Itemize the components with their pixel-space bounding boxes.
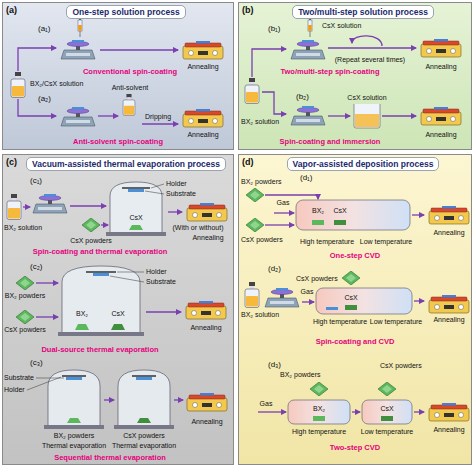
part-label: Substrate xyxy=(4,374,34,382)
process-name: Anti-solvent spin-coating xyxy=(73,138,163,147)
part-label: High temperature xyxy=(313,318,367,326)
evaporation-illustration xyxy=(7,182,227,429)
process-name: Two-step CVD xyxy=(330,444,380,453)
panel-letter: (b) xyxy=(242,5,254,16)
part-label: BX₂ solution xyxy=(241,118,279,126)
part-label: Low temperature xyxy=(370,318,423,326)
part-label: CsX solution xyxy=(322,22,361,30)
part-label: Gas xyxy=(260,400,273,408)
part-label: CsX powders xyxy=(380,362,422,370)
part-label: High temperature xyxy=(300,238,354,246)
step-label: (c₁) xyxy=(30,176,42,185)
part-label: BX₂ xyxy=(312,207,324,215)
part-label: Annealing xyxy=(187,63,218,71)
process-name: Sequential thermal evaporation xyxy=(54,454,166,463)
part-label: BX₂ powders xyxy=(241,178,281,186)
part-label: Low temperature xyxy=(360,238,413,246)
part-label: Dripping xyxy=(145,113,171,121)
part-label: Annealing xyxy=(433,426,464,434)
part-label: BX₂ xyxy=(313,405,325,413)
step-label: (b₂) xyxy=(296,92,309,101)
process-panel: (d) Vapor-assisted deposition process xyxy=(238,154,472,465)
part-label: BX₂ powders xyxy=(54,432,94,440)
part-label: BX₂ solution xyxy=(4,224,42,232)
part-label: CsX xyxy=(344,294,357,302)
part-label: CsX solution xyxy=(347,94,386,102)
part-label: CsX xyxy=(380,405,393,413)
part-label: CsX powders xyxy=(123,432,165,440)
part-label: CsX powders xyxy=(70,237,112,245)
part-label: CsX powders xyxy=(4,326,46,334)
process-name: One-step CVD xyxy=(330,252,380,261)
part-label: Annealing xyxy=(425,131,456,139)
part-label: Annealing xyxy=(433,229,464,237)
part-label: CsX xyxy=(129,214,142,222)
part-label: Gas xyxy=(301,288,314,296)
part-label: Annealing xyxy=(187,131,218,139)
process-name: Two/multi-step spin-coating xyxy=(280,68,379,77)
part-label: Thermal evaporation xyxy=(112,442,176,450)
cvd-illustration xyxy=(245,188,469,424)
part-label: Thermal evaporation xyxy=(42,442,106,450)
step-label: (c₂) xyxy=(30,262,42,271)
part-label: Anti-solvent xyxy=(112,84,149,92)
part-label: BX₂ powders xyxy=(280,371,320,379)
process-name: Spin-coating and thermal evaporation xyxy=(33,248,168,257)
panel-title: Vacuum-assisted thermal evaporation proc… xyxy=(26,157,226,171)
part-label: Substrate xyxy=(166,190,196,198)
panel-letter: (a) xyxy=(6,5,17,16)
part-label: Holder xyxy=(4,386,25,394)
step-label: (a₁) xyxy=(38,24,50,33)
part-label: (With or without) xyxy=(173,224,224,232)
panel-letter: (c) xyxy=(6,157,17,168)
part-label: Holder xyxy=(146,268,167,276)
part-label: BX₂ powders xyxy=(5,292,45,300)
part-label: CsX powders xyxy=(296,275,338,283)
process-name: Spin-coating and CVD xyxy=(316,338,395,347)
panel-letter: (d) xyxy=(242,157,254,168)
part-label: Gas xyxy=(277,199,290,207)
part-label: CsX xyxy=(333,207,346,215)
part-label: Annealing xyxy=(190,324,221,332)
part-label: High temperature xyxy=(292,428,346,436)
step-label: (d₃) xyxy=(268,360,281,369)
process-name: Spin-coating and immersion xyxy=(280,138,381,147)
process-name: Conventional spin-coating xyxy=(83,68,177,77)
part-label: Low temperature xyxy=(361,428,414,436)
panel-title: One-step solution process xyxy=(66,5,185,19)
process-name: Dual-source thermal evaporation xyxy=(41,346,158,355)
part-label: (Repeat several times) xyxy=(335,56,405,64)
part-label: Substrate xyxy=(146,278,176,286)
step-label: (c₃) xyxy=(30,358,43,367)
part-label: Holder xyxy=(166,180,187,188)
step-label: (d₂) xyxy=(268,264,281,273)
step-label: (b₁) xyxy=(268,24,280,33)
step-label: (a₂) xyxy=(38,94,51,103)
part-label: BX₂/CsX solution xyxy=(30,80,83,88)
panel-title: Vapor-assisted deposition process xyxy=(287,157,440,171)
part-label: Annealing xyxy=(192,234,223,242)
part-label: Annealing xyxy=(191,418,222,426)
step-label: (d₁) xyxy=(300,173,312,182)
two-step-illustration xyxy=(245,17,461,128)
one-step-illustration xyxy=(11,17,223,127)
panel-title: Two/multi-step solution process xyxy=(292,5,434,19)
part-label: CsX powders xyxy=(241,236,283,244)
part-label: Annealing xyxy=(433,316,464,324)
part-label: CsX xyxy=(111,310,124,318)
part-label: BX₂ xyxy=(76,310,88,318)
part-label: Annealing xyxy=(425,63,456,71)
part-label: BX₂ solution xyxy=(241,311,279,319)
